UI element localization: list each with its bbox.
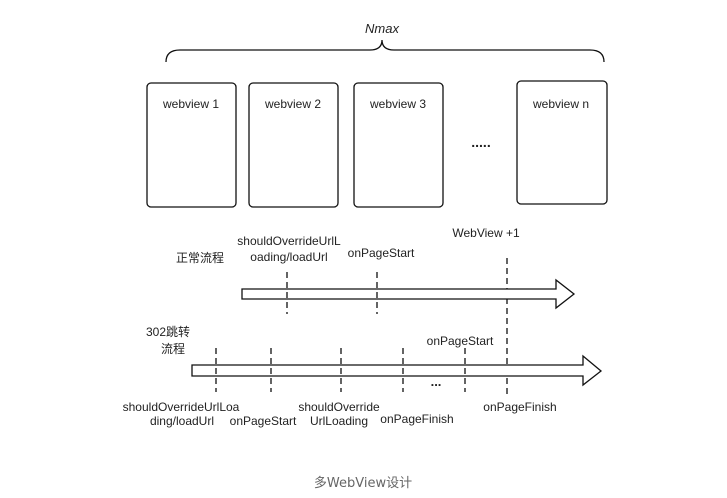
webview-box-n	[516, 80, 608, 205]
normal-event-override-line1: shouldOverrideUrlL	[237, 234, 341, 248]
redirect-flow-label-line2: 流程	[161, 341, 185, 356]
redirect-event-pagestart: onPageStart	[230, 414, 297, 428]
nmax-title: Nmax	[365, 21, 399, 36]
redirect-event-override2-line1: shouldOverride	[298, 400, 380, 414]
redirect-ellipsis: ...	[431, 374, 442, 389]
redirect-event-override2-line2: UrlLoading	[310, 414, 368, 428]
redirect-event-pagefinish-1: onPageFinish	[380, 412, 453, 426]
redirect-flow-label-line1: 302跳转	[146, 324, 190, 339]
redirect-flow-arrow	[191, 354, 603, 387]
redirect-event-override-line2: ding/loadUrl	[150, 414, 214, 428]
webview-box-n-label: webview n	[532, 97, 589, 111]
normal-flow-label: 正常流程	[176, 250, 224, 265]
redirect-event-pagestart-top: onPageStart	[427, 334, 494, 348]
nmax-brace	[165, 39, 605, 63]
redirect-event-pagefinish-2: onPageFinish	[483, 400, 556, 414]
webview-box-3-label: webview 3	[369, 97, 426, 111]
webview-plus-one-label: WebView +1	[452, 226, 520, 240]
webview-box-1-label: webview 1	[162, 97, 219, 111]
figure-caption: 多WebView设计	[314, 475, 412, 491]
normal-event-pagestart: onPageStart	[348, 246, 415, 260]
webview-box-3	[353, 82, 444, 208]
normal-event-override-line2: oading/loadUrl	[250, 250, 327, 264]
webview-ellipsis: .....	[471, 134, 490, 150]
webview-box-1	[146, 82, 237, 208]
webview-box-2-label: webview 2	[264, 97, 321, 111]
redirect-event-override-line1: shouldOverrideUrlLoa	[123, 400, 240, 414]
webview-box-2	[248, 82, 339, 208]
normal-flow-arrow	[241, 278, 576, 310]
